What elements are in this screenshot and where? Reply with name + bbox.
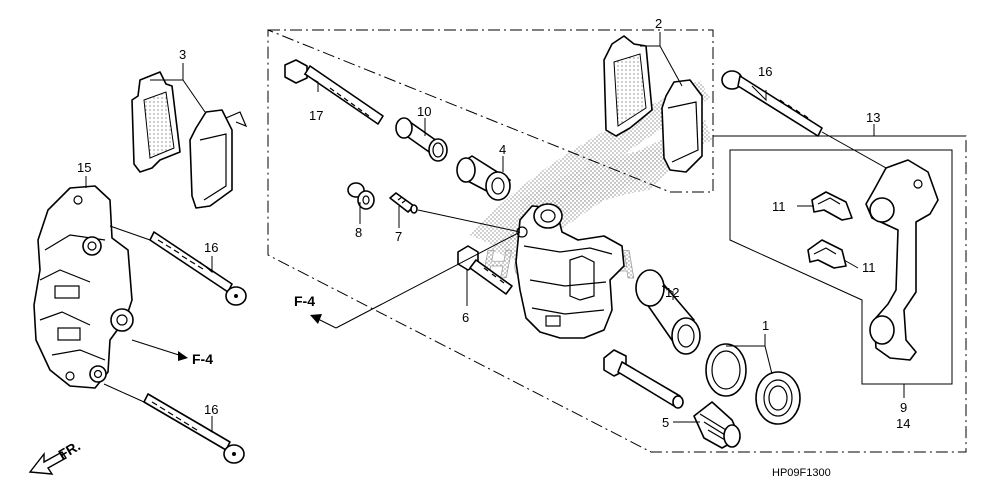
piston-seal-1 — [705, 343, 801, 425]
bleeder-cap-8 — [347, 182, 375, 210]
pad-spring-11-upper — [811, 191, 853, 221]
callout-2: 2 — [655, 16, 662, 31]
slide-pin-5 — [603, 349, 684, 409]
callout-4: 4 — [499, 142, 506, 157]
callouts: 1 2 3 4 5 6 7 8 9 10 11 11 12 13 14 15 1… — [77, 16, 910, 431]
boot-4 — [456, 155, 511, 201]
bolt-16-upper-left — [149, 231, 247, 306]
bolt-17 — [284, 59, 384, 125]
callout-8: 8 — [355, 225, 362, 240]
callout-11-lower: 11 — [862, 260, 876, 275]
assembly-boundary-dashed — [267, 29, 967, 453]
caliper-body-center — [515, 203, 625, 339]
f4-ref-center: F-4 — [294, 293, 315, 309]
caliper-assembly-left — [33, 185, 134, 389]
caliper-bracket-9 — [865, 159, 939, 361]
f4-arrow-left — [131, 339, 188, 361]
front-direction-arrow — [28, 451, 68, 475]
callout-5: 5 — [662, 415, 669, 430]
piston-12 — [635, 269, 701, 355]
callout-16-right: 16 — [758, 64, 772, 79]
callout-17: 17 — [309, 108, 323, 123]
brake-pad-3-rear — [189, 109, 248, 209]
f4-ref-left: F-4 — [192, 351, 213, 367]
pin-boot-5 — [693, 401, 741, 449]
brake-pad-2-rear — [661, 79, 703, 173]
callout-15: 15 — [77, 160, 91, 175]
bolt-16-lower-left — [143, 393, 245, 464]
callout-11-upper: 11 — [772, 199, 786, 214]
brake-pad-2-front — [603, 35, 653, 137]
pin-sleeve-10 — [395, 117, 448, 162]
bolt-axis-upper — [109, 225, 151, 241]
callout-16-left-upper: 16 — [204, 240, 218, 255]
bleeder-leader — [417, 209, 521, 233]
callout-12: 12 — [665, 285, 679, 300]
callout-3: 3 — [179, 47, 186, 62]
callout-7: 7 — [395, 229, 402, 244]
bracket-boundary-solid — [729, 149, 953, 385]
pad-spring-11-lower — [807, 239, 847, 269]
callout-14: 14 — [896, 416, 910, 431]
f4-arrow-center — [310, 231, 521, 329]
callout-16-left-lower: 16 — [204, 402, 218, 417]
callout-6: 6 — [462, 310, 469, 325]
diagram-code: HP09F1300 — [772, 467, 831, 479]
bleeder-valve-7 — [389, 192, 418, 214]
callout-9: 9 — [900, 400, 907, 415]
callout-1: 1 — [762, 318, 769, 333]
bolt-axis-lower — [103, 383, 145, 403]
brake-pad-3-front — [131, 71, 181, 173]
callout-10: 10 — [417, 104, 431, 119]
bolt-16-upper-right — [721, 70, 823, 137]
callout-13: 13 — [866, 110, 880, 125]
leader-lines — [85, 32, 905, 433]
